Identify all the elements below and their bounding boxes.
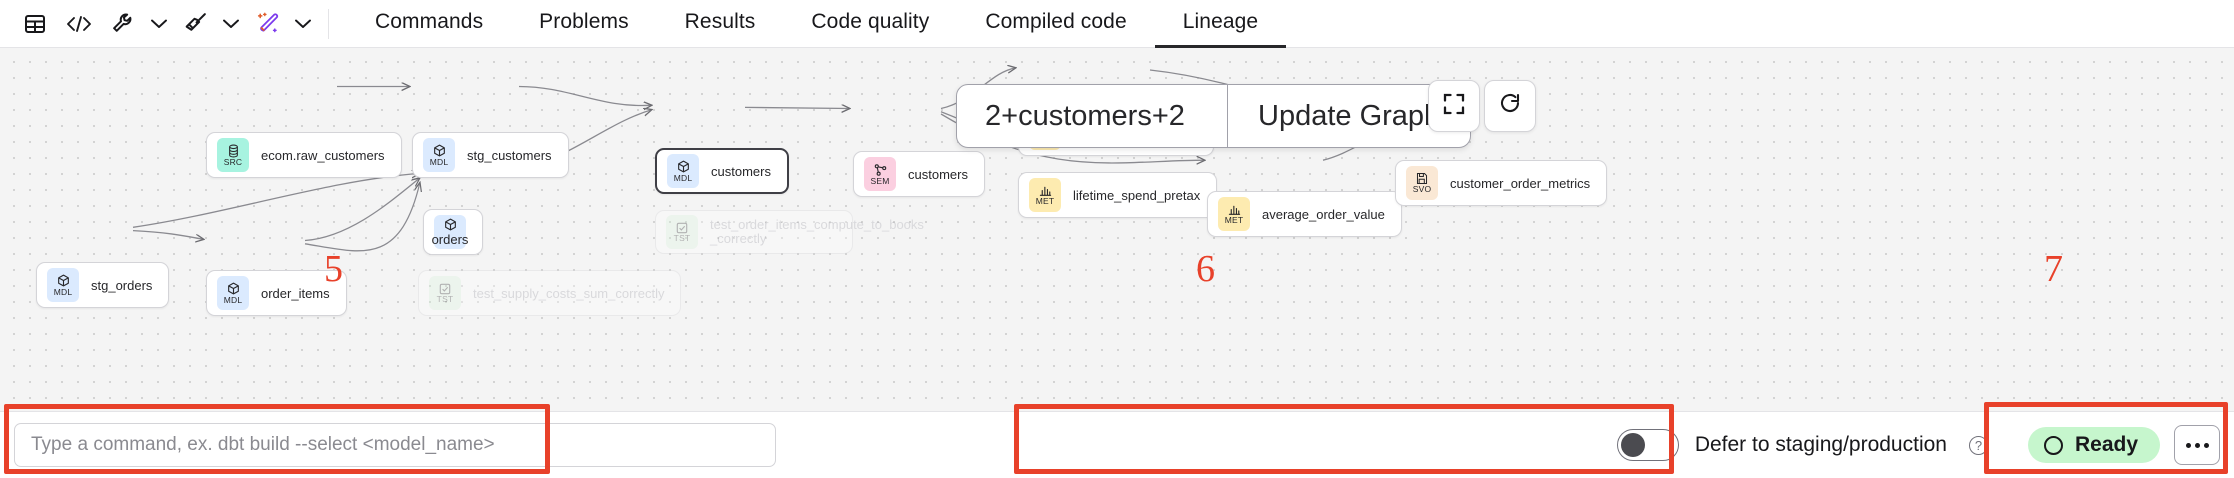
tab-compiled-code[interactable]: Compiled code [985, 10, 1127, 33]
lineage-node-stg-orders[interactable]: MDL stg_orders [36, 262, 170, 308]
command-input[interactable] [14, 423, 776, 467]
defer-toggle[interactable] [1616, 429, 1679, 461]
defer-control: Defer to staging/production ? [1616, 429, 1988, 461]
node-label: stg_customers [467, 147, 552, 163]
lineage-node-orders[interactable]: orders [423, 209, 483, 255]
table-view-icon[interactable] [14, 5, 56, 43]
node-type-badge-sem: SEM [864, 157, 896, 191]
cube-icon [433, 144, 446, 158]
lineage-node-test-supply-costs[interactable]: TST test_supply_costs_sum_correctly [418, 270, 682, 316]
tab-lineage[interactable]: Lineage [1154, 0, 1287, 48]
node-type-badge-svo: SVO [1406, 166, 1438, 200]
wrench-icon[interactable] [102, 5, 144, 43]
badge-label: MDL [673, 172, 693, 183]
lineage-canvas[interactable]: SRC ecom.raw_customers MDL stg_customers [0, 48, 2234, 412]
badge-label: MDL [429, 156, 449, 167]
broom-chevron-down-icon[interactable] [218, 5, 244, 43]
more-options-button[interactable] [2174, 425, 2220, 465]
ellipsis-dot [2185, 442, 2191, 448]
editor-toolbar: Commands Problems Results Code quality C… [0, 0, 2234, 48]
semantic-graph-icon [874, 163, 887, 177]
node-label: test_supply_costs_sum_correctly [473, 285, 665, 301]
wrench-chevron-down-icon[interactable] [146, 5, 172, 43]
badge-label: TST [673, 232, 691, 243]
check-square-icon [676, 222, 688, 234]
cube-icon [57, 274, 70, 288]
badge-label: SEM [870, 175, 890, 186]
node-label: ecom.raw_customers [261, 147, 385, 163]
node-label: customers [908, 166, 968, 182]
lineage-node-customers-semantic[interactable]: SEM customers [853, 151, 985, 197]
tab-code-quality[interactable]: Code quality [811, 10, 930, 33]
node-type-badge-tst: TST [429, 276, 461, 310]
node-label: customers [711, 163, 771, 179]
tab-problems[interactable]: Problems [539, 10, 629, 33]
badge-label: SRC [223, 156, 243, 167]
status-group: Ready [2027, 425, 2220, 465]
node-label: test_order_items_compute_to_books _corre… [710, 217, 924, 246]
toolbar-divider [328, 8, 329, 39]
node-type-badge-mdl: MDL [667, 154, 699, 188]
node-type-badge-mdl: MDL [217, 276, 249, 310]
fullscreen-icon [1442, 92, 1466, 121]
node-type-badge-src: SRC [217, 138, 249, 172]
toolbar-buttons [14, 5, 343, 43]
node-type-badge-mdl: MDL [423, 138, 455, 172]
node-label: customer_order_metrics [1450, 175, 1591, 191]
badge-label: MET [1224, 215, 1244, 225]
graph-selector-input[interactable]: 2+customers+2 [985, 99, 1185, 132]
cube-icon [444, 218, 457, 232]
lineage-node-lifetime-spend-pretax[interactable]: MET lifetime_spend_pretax [1018, 172, 1218, 218]
check-square-icon [439, 283, 451, 295]
node-type-badge-mdl: MDL [47, 268, 79, 302]
code-view-icon[interactable] [58, 5, 100, 43]
node-label: average_order_value [1262, 206, 1385, 222]
node-label: lifetime_spend_pretax [1073, 187, 1201, 203]
cube-icon [227, 282, 240, 296]
graph-selector-panel: 2+customers+2 Update Graph [956, 84, 1472, 148]
panel-tabs: Commands Problems Results Code quality C… [347, 0, 1287, 48]
ellipsis-dot [2194, 442, 2200, 448]
lineage-node-test-order-items[interactable]: TST test_order_items_compute_to_books _c… [655, 210, 924, 254]
command-bar: Defer to staging/production ? Ready [0, 412, 2234, 478]
status-label: Ready [2074, 433, 2138, 456]
lineage-node-ecom-raw-customers[interactable]: SRC ecom.raw_customers [206, 132, 402, 178]
bar-chart-icon [1039, 184, 1052, 197]
node-label: order_items [261, 285, 330, 301]
node-type-badge-met: MET [1218, 197, 1250, 231]
cube-icon [677, 160, 690, 174]
refresh-button[interactable] [1484, 80, 1536, 132]
bar-chart-icon [1228, 203, 1241, 216]
saved-query-icon [1416, 172, 1428, 185]
lineage-node-customers-model[interactable]: MDL customers [655, 148, 789, 194]
lineage-node-average-order-value[interactable]: MET average_order_value [1207, 191, 1402, 237]
status-badge[interactable]: Ready [2027, 427, 2160, 463]
database-icon [227, 144, 240, 158]
node-type-badge-tst: TST [666, 215, 698, 249]
broom-icon[interactable] [174, 5, 216, 43]
node-type-badge-mdl: orders [431, 215, 469, 249]
badge-label: SVO [1412, 184, 1432, 194]
defer-toggle-knob [1620, 433, 1645, 457]
badge-label: MDL [223, 294, 243, 305]
magic-wand-chevron-down-icon[interactable] [290, 5, 316, 43]
lineage-node-order-items[interactable]: MDL order_items [206, 270, 347, 316]
lineage-node-customer-order-metrics[interactable]: SVO customer_order_metrics [1395, 160, 1608, 206]
node-label: stg_orders [91, 277, 153, 293]
node-label: orders [431, 231, 469, 247]
badge-label: MDL [53, 286, 73, 297]
status-circle-icon [2043, 435, 2063, 455]
lineage-node-stg-customers[interactable]: MDL stg_customers [412, 132, 569, 178]
node-type-badge-met: MET [1029, 178, 1061, 212]
badge-label: MET [1035, 196, 1055, 206]
refresh-icon [1498, 92, 1522, 121]
defer-label: Defer to staging/production [1694, 433, 1947, 456]
ellipsis-dot [2203, 442, 2209, 448]
magic-wand-icon[interactable] [246, 5, 288, 43]
fullscreen-button[interactable] [1428, 80, 1480, 132]
help-icon[interactable]: ? [1968, 435, 1988, 455]
tab-commands[interactable]: Commands [375, 10, 484, 33]
badge-label: TST [436, 293, 454, 304]
tab-results[interactable]: Results [684, 10, 756, 33]
